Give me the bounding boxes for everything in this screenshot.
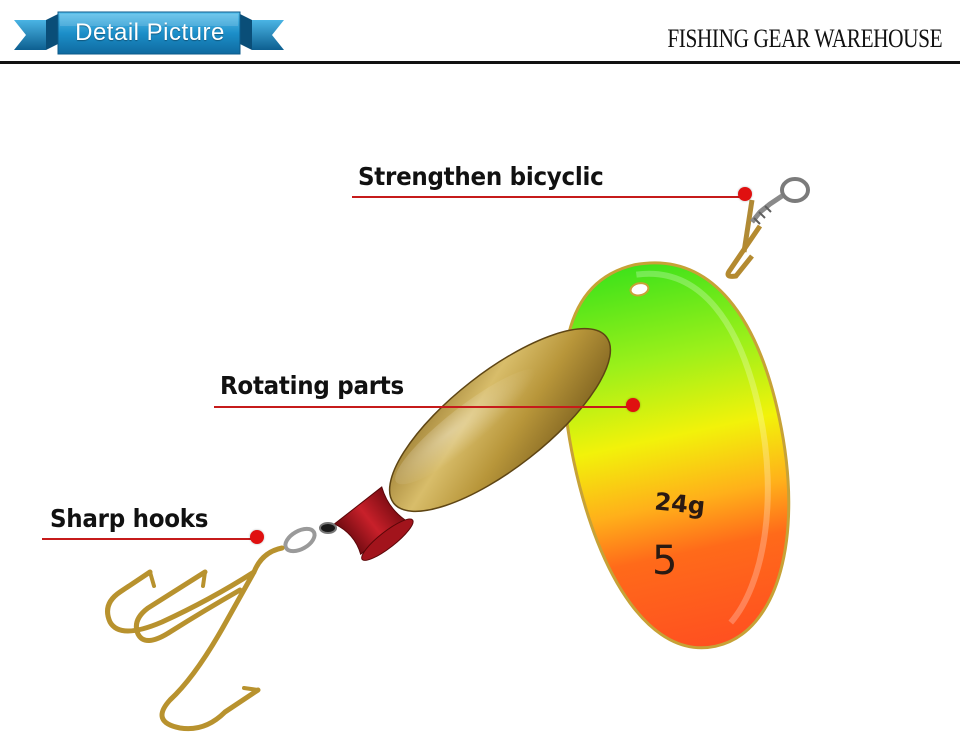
callout-line-strengthen-bicyclic xyxy=(352,196,748,198)
banner-left-tail xyxy=(14,20,46,50)
blade-size-label: 5 xyxy=(652,538,677,584)
header-banner: Detail Picture FISHING GEAR WAREHOUSE xyxy=(0,0,960,66)
header-divider xyxy=(0,61,960,64)
callout-dot-strengthen-bicyclic xyxy=(738,187,752,201)
swivel xyxy=(750,177,810,225)
callout-label-rotating-parts: Rotating parts xyxy=(220,371,404,400)
treble-hook xyxy=(105,545,285,732)
brass-body xyxy=(388,327,612,513)
banner-right-tail xyxy=(252,20,284,50)
callout-line-rotating-parts xyxy=(214,406,634,408)
callout-dot-sharp-hooks xyxy=(250,530,264,544)
red-collar xyxy=(333,486,414,561)
callout-label-strengthen-bicyclic: Strengthen bicyclic xyxy=(358,162,604,191)
callout-line-sharp-hooks xyxy=(42,538,258,540)
spinner-blade xyxy=(562,261,791,650)
blade-weight-label: 24g xyxy=(653,487,706,520)
callout-dot-rotating-parts xyxy=(626,398,640,412)
brand-name: FISHING GEAR WAREHOUSE xyxy=(667,24,942,53)
banner-title: Detail Picture xyxy=(75,19,225,46)
clevis xyxy=(725,224,763,279)
callout-label-sharp-hooks: Sharp hooks xyxy=(50,504,209,533)
banner-ribbon xyxy=(14,11,284,55)
